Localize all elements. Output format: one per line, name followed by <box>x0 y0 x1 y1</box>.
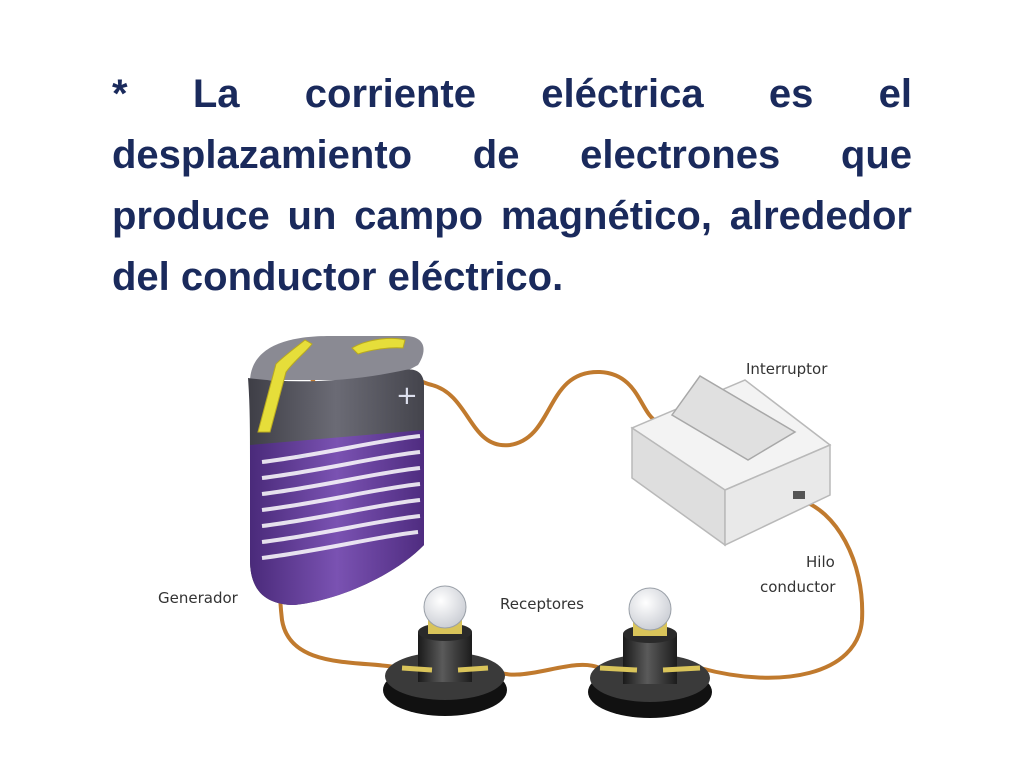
bulb-receptor-1 <box>383 585 507 716</box>
battery-plus-sign: + <box>396 381 418 411</box>
switch-interruptor <box>630 375 832 547</box>
label-interruptor: Interruptor <box>746 360 828 378</box>
battery-minus-sign: – <box>294 440 307 470</box>
bulb-receptor-2 <box>588 587 712 718</box>
label-conductor: conductor <box>760 578 836 596</box>
switch-rocker <box>670 375 797 461</box>
wire-bulb1-to-bulb2 <box>486 662 602 677</box>
bulb-glass-1 <box>423 585 467 629</box>
label-generador: Generador <box>158 589 239 607</box>
battery-generator: + – <box>248 336 424 605</box>
battery-band-lines <box>261 434 421 560</box>
battery-positive-terminal <box>351 337 406 355</box>
label-hilo: Hilo <box>806 553 835 571</box>
bulb-glass-2 <box>628 587 672 631</box>
label-receptores: Receptores <box>500 595 584 613</box>
battery-negative-terminal <box>257 339 313 433</box>
switch-terminal-slot <box>793 491 805 499</box>
switch-right-face <box>724 443 831 547</box>
statement-text: * La corriente eléctrica es el desplazam… <box>112 72 912 299</box>
